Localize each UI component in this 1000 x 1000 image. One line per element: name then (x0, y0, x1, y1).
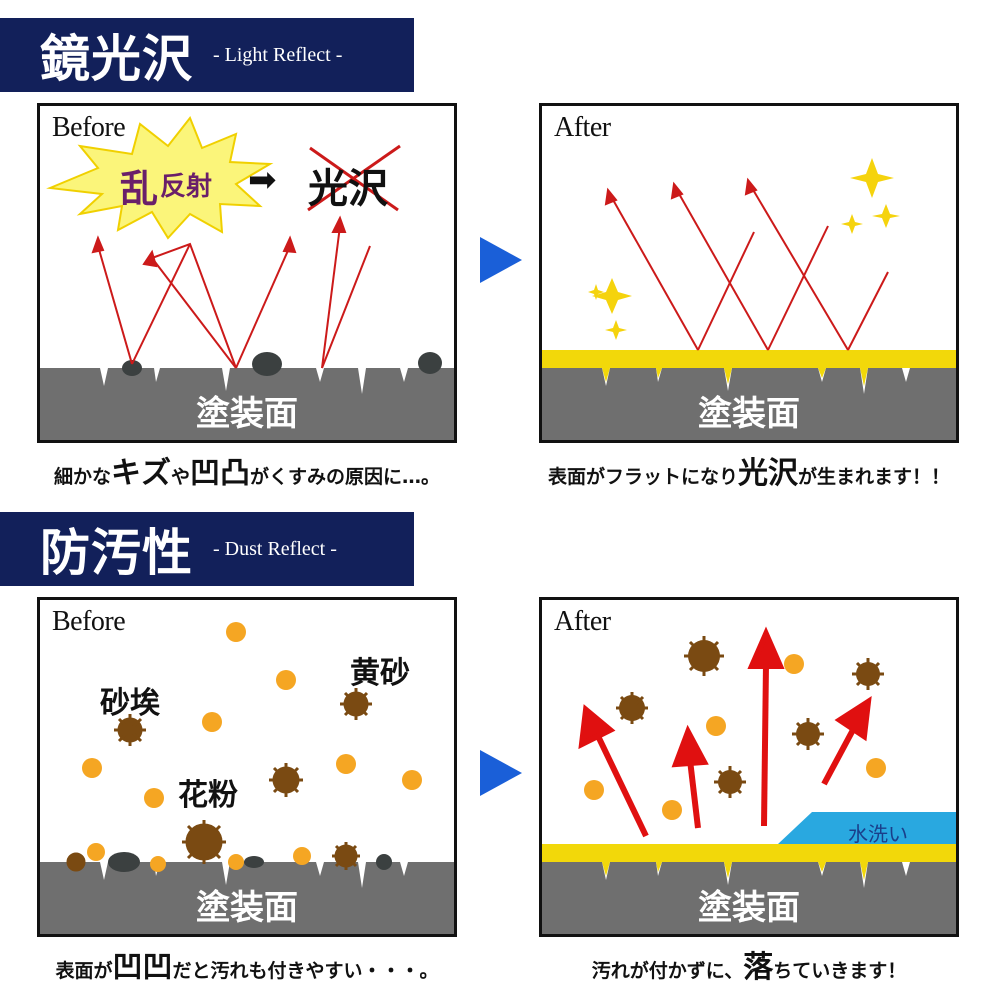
pollen-spikes (114, 688, 372, 870)
caption-text: 表面が (55, 960, 113, 982)
after-label: After (554, 606, 611, 637)
water-band (778, 812, 956, 844)
dust-dot (584, 654, 886, 820)
surface-label: 塗装面 (698, 394, 800, 434)
caption-emphasis: 凹凸 (190, 456, 250, 491)
section1-subtitle: - Light Reflect - (213, 43, 343, 66)
dust-before-caption: 表面が凹凹だと汚れも付きやすい・・・。 (17, 942, 477, 986)
pebble (252, 352, 282, 376)
before-label: Before (52, 112, 126, 143)
pointer-arrow-icon (480, 750, 522, 796)
caption-text: が生まれます！！ (798, 466, 951, 488)
surface-label: 塗装面 (196, 888, 298, 928)
light-after-caption: 表面がフラットになり光沢が生まれます！！ (519, 448, 979, 492)
pebble (122, 360, 142, 376)
coating-layer (542, 844, 956, 862)
pebble (418, 352, 442, 374)
dust-after-caption: 汚れが付かずに、落ちていきます！ (519, 942, 979, 986)
pebble (376, 854, 392, 870)
surface-base (40, 368, 454, 440)
tag-yellow-sand: 黄砂 (350, 656, 410, 691)
section2-banner: 防汚性 - Dust Reflect - (0, 512, 414, 586)
caption-text: や (170, 466, 190, 488)
burst-text-2: 反射 (160, 172, 213, 202)
pointer-arrow-icon (480, 237, 522, 283)
caption-text: 汚れが付かずに、 (591, 960, 744, 982)
sparkle-icon (588, 158, 900, 340)
light-before-panel: Before 乱 反射 ➡ 光沢 塗装面 (37, 103, 457, 443)
dust-before-diagram (40, 622, 454, 934)
caption-text: 表面がフラットになり (547, 466, 738, 488)
caption-emphasis: キズ (110, 456, 171, 491)
surface-base (542, 862, 956, 934)
dust-before-panel: Before 砂埃 黄砂 花粉 塗装面 (37, 597, 457, 937)
dust-after-panel: After 水洗い 塗装面 (539, 597, 959, 937)
surface-base (542, 368, 956, 440)
caption-text: だと汚れも付きやすい・・・。 (172, 960, 439, 982)
burst-shape (46, 116, 274, 240)
section1-banner: 鏡光沢 - Light Reflect - (0, 18, 414, 92)
section1-title: 鏡光沢 (40, 29, 193, 88)
before-label: Before (52, 606, 126, 637)
caption-emphasis: 凹凹 (112, 950, 173, 985)
dust-after-diagram (542, 626, 956, 934)
section2-title: 防汚性 (40, 523, 193, 582)
lift-arrow (578, 626, 872, 838)
light-before-caption: 細かなキズや凹凸がくすみの原因に…。 (17, 448, 477, 492)
caption-text: 細かな (53, 466, 111, 488)
dust-dot (82, 622, 422, 872)
caption-text: がくすみの原因に…。 (250, 466, 441, 488)
after-label: After (554, 112, 611, 143)
water-label: 水洗い (848, 822, 908, 846)
light-before-diagram (40, 116, 454, 440)
caption-emphasis: 光沢 (738, 456, 798, 491)
surface-base (40, 862, 454, 934)
pollen-spikes (616, 636, 884, 798)
tag-pollen: 花粉 (178, 778, 238, 813)
caption-emphasis: 落 (743, 950, 774, 985)
coating-layer (542, 350, 956, 368)
caption-text: ちていきます！ (773, 960, 907, 982)
right-arrow-icon: ➡ (248, 160, 277, 200)
surface-label: 塗装面 (196, 394, 298, 434)
tag-sand: 砂埃 (100, 686, 160, 721)
crossed-text: 光沢 (308, 165, 388, 212)
pebble (108, 852, 140, 872)
light-after-diagram (542, 158, 956, 440)
light-after-panel: After 塗装面 (539, 103, 959, 443)
section2-subtitle: - Dust Reflect - (213, 537, 337, 560)
burst-text-1: 乱 (120, 166, 159, 211)
pebble (244, 856, 264, 868)
surface-label: 塗装面 (698, 888, 800, 928)
